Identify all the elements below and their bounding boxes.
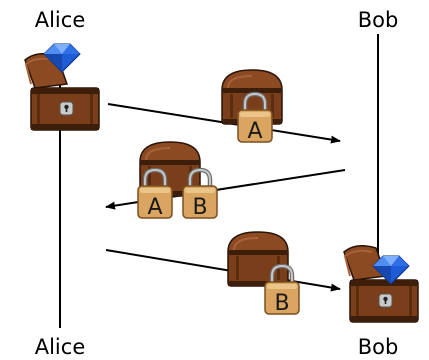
bob-top-label: Bob [358, 8, 399, 32]
lock-b-label: B [192, 195, 207, 220]
arrow-alice-to-bob-2 [105, 249, 341, 292]
lock-a-label: A [247, 119, 262, 144]
chest-with-lock-b-icon: B [227, 231, 299, 316]
chest-with-lock-a-icon: A [221, 69, 283, 144]
alice-top-label: Alice [35, 8, 86, 32]
lock-a-label: A [147, 195, 162, 220]
chest-with-lock-a-and-b-icon: A B [138, 141, 217, 220]
alice-bottom-label: Alice [35, 335, 86, 359]
lock-b-label: B [274, 291, 289, 316]
bob-bottom-label: Bob [358, 335, 399, 359]
bob-open-chest-icon [343, 244, 419, 323]
